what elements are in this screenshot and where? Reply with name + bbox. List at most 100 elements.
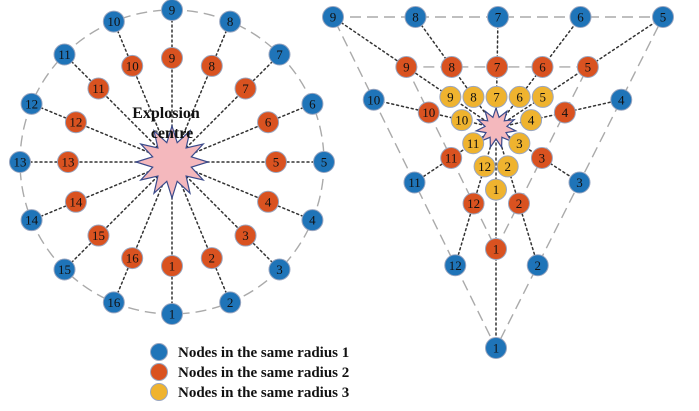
inner-node-label: 10: [126, 58, 139, 73]
outer-node: 16: [102, 291, 125, 314]
triangle-radius-1-node: 10: [362, 88, 385, 111]
inner-node: 10: [121, 54, 144, 77]
outer-node-circle: [313, 151, 335, 173]
triangle-radius-3-node-label: 9: [447, 89, 454, 104]
triangle-radius-2-node-circle: [576, 55, 599, 78]
triangle-radius-1-node-circle: [610, 88, 633, 111]
outer-node: 9: [161, 0, 183, 21]
explosion-centre-star: [133, 123, 211, 201]
spoke-line: [171, 53, 281, 163]
triangle-radius-2-node-label: 1: [493, 242, 500, 257]
triangle-radius-1-node: 7: [487, 6, 509, 28]
triangle-radius-2-node-label: 2: [516, 196, 523, 211]
inner-node-circle: [121, 247, 144, 270]
triangle-radius-3-node-label: 5: [540, 89, 547, 104]
outer-node-circle: [20, 92, 43, 115]
inner-node-circle: [265, 151, 287, 173]
triangle-radius-3-node: 1: [485, 178, 507, 201]
triangle-radius-2-node-label: 4: [562, 105, 569, 120]
inner-node: 4: [257, 190, 280, 213]
triangle-radius-3-node-circle: [473, 155, 496, 178]
triangle-radius-1-node-label: 7: [495, 10, 502, 25]
triangle-radius-3-node: 5: [531, 85, 554, 108]
triangle-radius-1-node-label: 1: [493, 341, 500, 356]
triangle-radius-3-node: 9: [439, 85, 462, 108]
outer-node-label: 8: [227, 14, 234, 29]
triangle-radius-3-node: 4: [520, 109, 543, 132]
spoke-line: [63, 53, 173, 163]
inner-node-circle: [64, 111, 87, 134]
triangle-radius-1-node: 5: [652, 6, 674, 28]
inner-node-circle: [257, 190, 280, 213]
triangle-radius-1-node-label: 2: [535, 258, 542, 273]
triangle-radius-2-node: 11: [440, 146, 463, 169]
triangle-radius-1-node-circle: [404, 6, 427, 28]
legend-swatch-3: [150, 383, 168, 401]
inner-node-circle: [121, 54, 144, 77]
triangle-radius-2-node-circle: [531, 55, 554, 78]
triangle-radius-2-node-circle: [507, 192, 530, 215]
outer-node: 6: [301, 92, 324, 115]
inner-node-circle: [57, 151, 79, 173]
triangle-radius-1-node-circle: [526, 254, 549, 277]
outer-node-label: 13: [14, 155, 27, 170]
triangle-link-line: [413, 127, 497, 184]
triangle-radius-3-node: 7: [485, 85, 508, 108]
outer-node: 5: [313, 151, 335, 173]
inner-node-circle: [257, 111, 280, 134]
triangle-radius-3-node-label: 10: [455, 113, 468, 128]
outer-node-circle: [161, 303, 183, 325]
inner-node: 1: [161, 255, 183, 277]
outer-node-circle: [161, 0, 183, 21]
triangle-radius-2-node: 8: [440, 55, 463, 78]
triangle-radius-2-node: 6: [531, 55, 554, 78]
triangle-radius-2-node-circle: [486, 55, 509, 78]
inner-node-circle: [161, 47, 183, 69]
triangle-radius-3-node-label: 7: [493, 89, 500, 104]
inner-node: 16: [121, 247, 144, 270]
outer-node-label: 7: [276, 47, 283, 62]
explosion-label-line-1: Explosion: [132, 105, 200, 122]
inner-node-circle: [87, 77, 110, 100]
spoke-line: [171, 161, 281, 271]
outer-node-label: 3: [276, 262, 283, 277]
triangle-radius-1-node-label: 10: [367, 92, 380, 107]
outer-node-label: 9: [169, 3, 176, 18]
outer-node-label: 6: [309, 96, 316, 111]
inner-node-circle: [234, 77, 257, 100]
inner-node-label: 4: [265, 194, 272, 209]
inner-node-circle: [161, 255, 183, 277]
outer-node-label: 2: [227, 295, 234, 310]
outer-node-circle: [20, 209, 43, 232]
inner-node-label: 1: [169, 259, 176, 274]
inner-node-label: 14: [69, 194, 83, 209]
triangle-radius-3-node-circle: [496, 155, 519, 178]
inner-node-circle: [64, 190, 87, 213]
outer-node-circle: [301, 92, 324, 115]
inner-node-label: 9: [169, 51, 176, 66]
triangle-radius-2-node: 1: [485, 238, 507, 260]
triangle-radius-2-node-label: 5: [585, 59, 592, 74]
triangle-radius-2-node-circle: [440, 55, 463, 78]
triangle-radius-2-node-circle: [440, 146, 463, 169]
triangle-radius-2-node-label: 7: [494, 59, 501, 74]
outer-node: 11: [53, 43, 76, 66]
explosion-label-line-2: centre: [151, 125, 193, 142]
outer-node-circle: [219, 291, 242, 314]
outer-node-label: 14: [25, 213, 39, 228]
triangle-radius-2-node-label: 9: [403, 59, 410, 74]
triangle-radius-1-node: 9: [322, 6, 344, 28]
triangle-explosion-star: [474, 106, 518, 150]
outer-node-circle: [219, 10, 242, 33]
triangular-layout: 1112223334445556667778889991010101111111…: [322, 6, 674, 359]
triangle-radius-1-node: 8: [404, 6, 427, 28]
triangle-radius-2-node: 2: [507, 192, 530, 215]
legend-label-2: Nodes in the same radius 2: [178, 365, 349, 381]
inner-node-label: 7: [242, 81, 249, 96]
triangle-radius-1-node-circle: [362, 88, 385, 111]
triangle-radius-2-node-circle: [395, 55, 418, 78]
triangle-radius-1-node: 11: [403, 171, 426, 194]
outer-node-circle: [268, 258, 291, 281]
triangle-link-line: [495, 99, 622, 129]
